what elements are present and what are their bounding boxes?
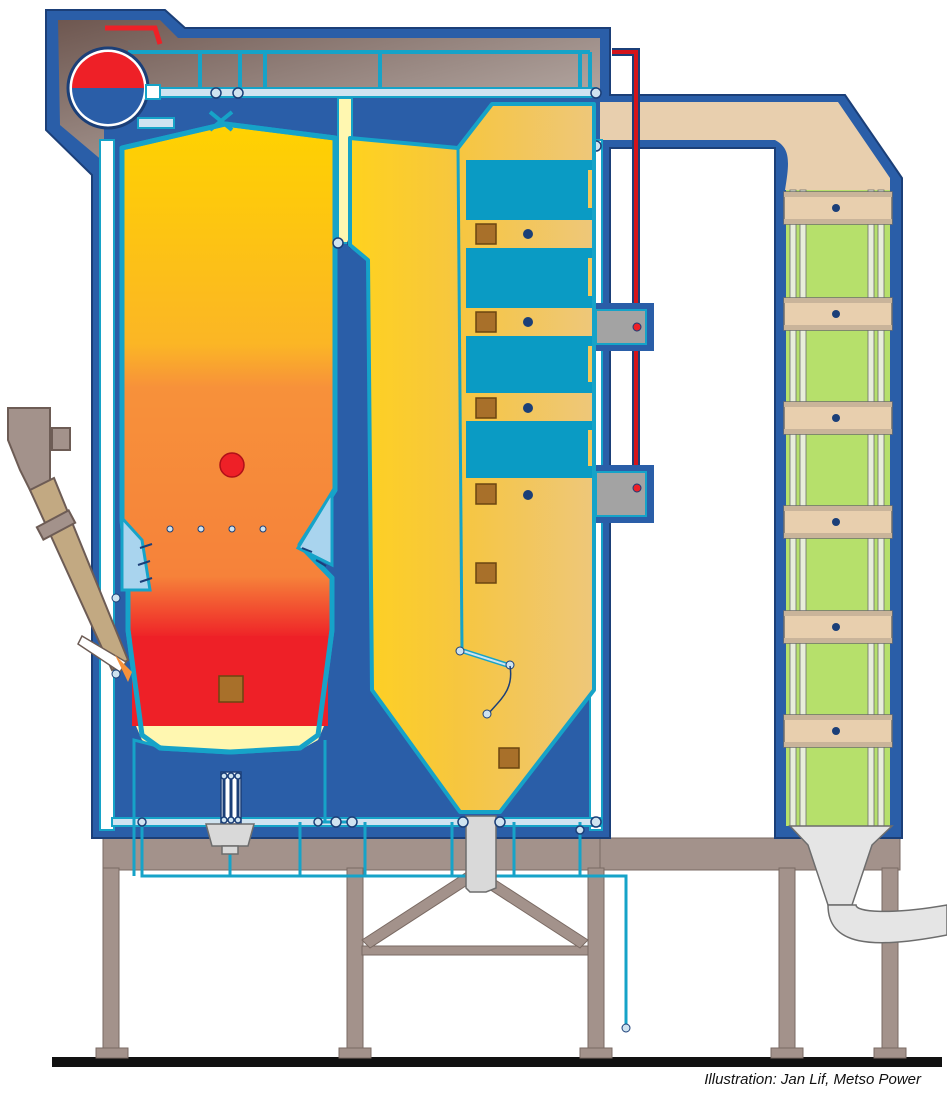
- column-foot-1: [95, 1047, 129, 1059]
- ground-line: [52, 1057, 942, 1067]
- sensor-points: [523, 229, 533, 500]
- drain-end: [621, 1023, 631, 1033]
- divider-joint-1: [332, 237, 344, 249]
- ash-discharge-furnace: [205, 771, 255, 855]
- column-foot-3: [579, 1047, 613, 1059]
- drum-steam-space: [72, 52, 144, 88]
- baffle-drain-line: [487, 665, 512, 715]
- economizer-header-top-5: [784, 611, 892, 616]
- economizer-sensor-2: [832, 310, 840, 318]
- windbox-left: [120, 514, 152, 592]
- burner-flame: [219, 452, 245, 478]
- port-4: [475, 483, 497, 505]
- roof-header-joint-1: [210, 87, 222, 99]
- economizer-hopper: [788, 825, 947, 944]
- economizer-header-top-1: [784, 192, 892, 197]
- economizer-header-top-4: [784, 506, 892, 511]
- furnace-roof-cross: [208, 110, 234, 132]
- column-foot-5: [873, 1047, 907, 1059]
- furnace: [119, 110, 338, 755]
- roof-risers: [128, 50, 592, 88]
- economizer-header-bottom-6: [784, 742, 892, 747]
- drum-water-space: [72, 88, 144, 124]
- feeder-joint-upper: [111, 593, 121, 603]
- economizer-header-bottom-5: [784, 638, 892, 643]
- port-3: [475, 397, 497, 419]
- column-foot-4: [770, 1047, 804, 1059]
- fuel-chute-collar: [35, 509, 77, 541]
- economizer-header-bottom-4: [784, 533, 892, 538]
- riser-valve-upper: [632, 322, 642, 332]
- fuel-entry-wedge: [115, 655, 132, 682]
- external-riser: [595, 48, 654, 523]
- superheater-bank-3: [466, 336, 592, 393]
- support-column-5: [881, 867, 899, 1054]
- baffle-joint-1: [455, 646, 465, 656]
- economizer-sensor-3: [832, 414, 840, 422]
- flue-gas-duct: [600, 102, 890, 190]
- economizer-header-bottom-1: [784, 219, 892, 224]
- roof-header-joint-2: [232, 87, 244, 99]
- cross-brace-horizontal: [361, 945, 589, 956]
- bed-feed-port: [218, 675, 244, 703]
- cross-brace-left: [361, 869, 479, 949]
- port-5: [475, 562, 497, 584]
- port-2: [475, 311, 497, 333]
- left-wall-tube: [99, 139, 115, 831]
- superheater-bank-4: [466, 421, 592, 478]
- riser-box-lower-inner: [595, 471, 647, 517]
- furnace-wall-outline: [119, 121, 338, 755]
- drum-steam-line: [105, 25, 163, 45]
- support-column-2: [346, 867, 364, 1054]
- baffle-drain-end: [482, 709, 492, 719]
- support-column-1: [102, 867, 120, 1054]
- windboxes: [120, 486, 334, 592]
- roof-header-joint-3: [590, 87, 602, 99]
- economizer-header-bottom-3: [784, 429, 892, 434]
- economizer-header-top-6: [784, 715, 892, 720]
- header-joints: [137, 772, 602, 835]
- riser-box-upper-inner: [595, 309, 647, 345]
- drum-nozzle: [145, 84, 161, 100]
- superheater-banks: [466, 160, 592, 584]
- steam-drum-assembly: [66, 25, 602, 152]
- economizer-header-top-2: [784, 298, 892, 303]
- economizer-sensor-1: [832, 204, 840, 212]
- feeder-joint-lower: [111, 669, 121, 679]
- superheater-bank-1: [466, 160, 592, 220]
- economizer-header-top-3: [784, 402, 892, 407]
- riser-valve-lower: [632, 483, 642, 493]
- economizer-sensor-5: [832, 623, 840, 631]
- economizer: [783, 189, 893, 827]
- windbox-right: [295, 486, 334, 568]
- column-foot-2: [338, 1047, 372, 1059]
- superheater-bank-2: [466, 248, 592, 308]
- support-column-4: [778, 867, 796, 1054]
- second-pass-inner-wall: [456, 147, 464, 651]
- economizer-sensor-6: [832, 727, 840, 735]
- economizer-sensor-4: [832, 518, 840, 526]
- bottom-piping: [132, 738, 947, 1033]
- main-platform-beam: [102, 837, 604, 871]
- return-leg-inspection-port: [498, 747, 520, 769]
- economizer-header-bottom-2: [784, 325, 892, 330]
- drum-connector: [137, 117, 175, 129]
- sootblower-ports: [475, 223, 497, 584]
- fuel-hopper-knob: [51, 427, 71, 451]
- support-structure: [52, 837, 942, 1067]
- illustration-credit: Illustration: Jan Lif, Metso Power: [704, 1071, 921, 1088]
- ash-discharge-second-pass: [465, 815, 497, 893]
- fuel-feeder: [7, 407, 132, 682]
- secondary-air-nozzles: [166, 525, 267, 533]
- support-column-3: [587, 867, 605, 1054]
- port-1: [475, 223, 497, 245]
